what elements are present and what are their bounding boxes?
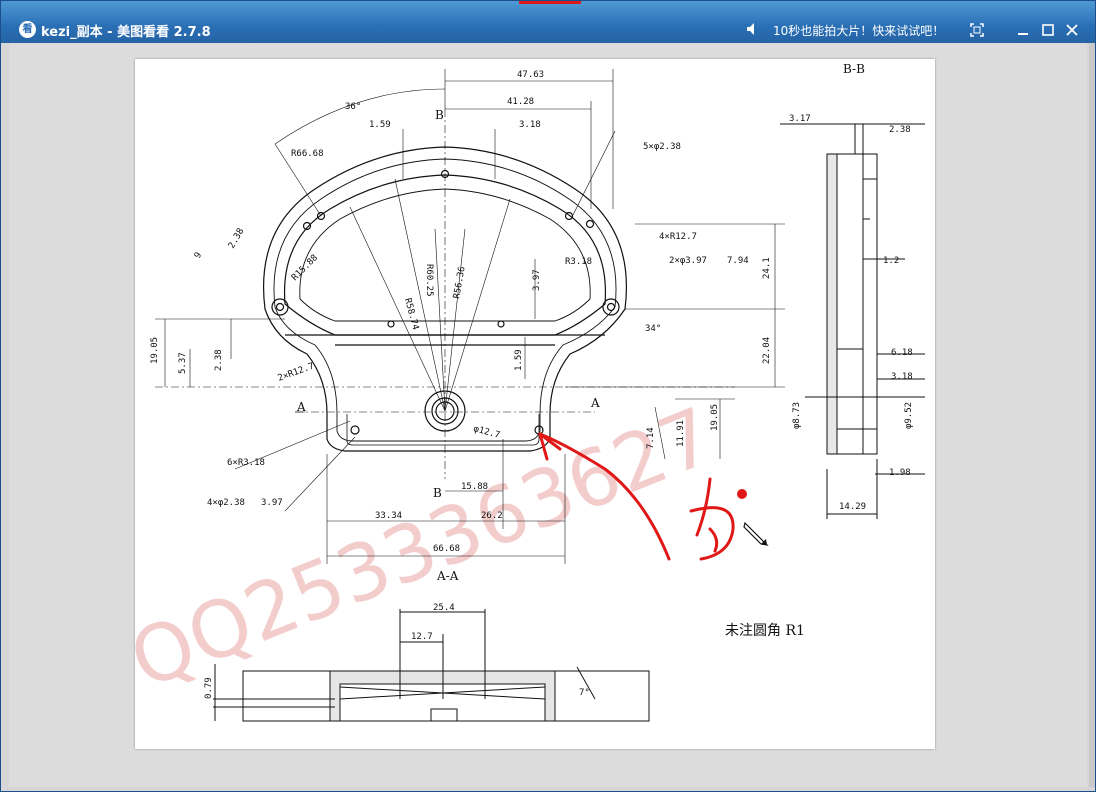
app-logo-icon: 看 [19, 21, 36, 38]
speaker-icon[interactable] [745, 21, 761, 37]
image-canvas[interactable]: QQ2533363627 [135, 59, 935, 749]
dim-depth-7-94: 7.94 [727, 256, 749, 266]
dim-dia-8-73: φ8.73 [792, 402, 802, 429]
section-bb-label: B-B [843, 62, 865, 76]
dim-11-91: 11.91 [676, 420, 686, 447]
engineering-drawing: QQ2533363627 [135, 62, 925, 722]
cut-mark-b-bottom: B [433, 486, 442, 500]
dim-4-holes: 4×φ2.38 [207, 498, 245, 508]
dim-66-68: 66.68 [433, 544, 460, 554]
front-view-dims: 47.63 41.28 36° 1.59 3.18 R66.68 5×φ2.38… [150, 70, 772, 583]
dim-r60-25: R60.25 [424, 264, 434, 297]
dim-3-17: 3.17 [789, 114, 811, 124]
dim-7deg: 7° [579, 688, 590, 698]
dim-41-28: 41.28 [507, 97, 534, 107]
dim-1-59-b: 1.59 [514, 349, 524, 371]
dim-r56-36: R56.36 [452, 266, 467, 300]
dim-r58-74: R58.74 [402, 297, 420, 331]
dim-3-97: 3.97 [532, 269, 542, 291]
dim-3-18-b: 3.18 [891, 372, 913, 382]
promo-link[interactable]: 10秒也能拍大片！快来试试吧！ [773, 24, 945, 38]
dim-2-holes: 2×φ3.97 [669, 256, 707, 266]
dim-r3-18: R3.18 [565, 257, 592, 267]
dim-r15-88: R15.88 [290, 253, 320, 283]
dim-34deg: 34° [645, 324, 661, 334]
dim-3-18: 3.18 [519, 120, 541, 130]
fullscreen-icon [970, 23, 984, 37]
section-bb-view [780, 123, 925, 519]
top-marker [519, 1, 581, 4]
dim-19-05-b: 19.05 [710, 404, 720, 431]
dim-25-4: 25.4 [433, 603, 455, 613]
dim-47-63: 47.63 [517, 70, 544, 80]
dim-0-79: 0.79 [204, 677, 214, 699]
maximize-icon [1042, 24, 1054, 36]
dim-1-2: 1.2 [883, 256, 899, 266]
cut-mark-a-left: A [296, 400, 306, 414]
bottom-section-view [213, 609, 650, 722]
dim-dia-9-52: φ9.52 [904, 402, 914, 429]
dim-depth-3-97: 3.97 [261, 498, 283, 508]
dim-2-38-b: 2.38 [214, 349, 224, 371]
dim-1-59: 1.59 [369, 120, 391, 130]
fullscreen-button[interactable] [967, 20, 987, 40]
dim-22-04: 22.04 [762, 337, 772, 364]
close-icon [1066, 24, 1078, 36]
dim-2-38-a: 2.38 [227, 227, 247, 251]
fillet-note: 未注圆角 R1 [725, 623, 805, 639]
section-bb-dims: B-B 3.17 2.38 1.2 6.18 3.18 φ8.73 φ9.52 … [789, 62, 914, 512]
dim-5-holes: 5×φ2.38 [643, 142, 681, 152]
dim-15-88: 15.88 [461, 482, 488, 492]
dim-2-38-c: 2.38 [889, 125, 911, 135]
dim-6-18: 6.18 [891, 348, 913, 358]
watermark-text: QQ2533363627 [135, 391, 726, 706]
red-dot [737, 489, 747, 499]
dim-7-14: 7.14 [646, 427, 656, 449]
dim-24-1: 24.1 [762, 257, 772, 279]
title-bar[interactable]: 看 kezi_副本 - 美图看看 2.7.8 10秒也能拍大片！快来试试吧！ [1, 1, 1095, 43]
minimize-button[interactable] [1013, 20, 1033, 40]
dim-5-37: 5.37 [178, 352, 188, 374]
red-annotation [538, 432, 735, 561]
pencil-cursor-icon [743, 521, 769, 546]
dim-36deg: 36° [345, 102, 361, 112]
dim-dia-12-7: φ12.7 [472, 424, 501, 441]
dim-2-r12-7: 2×R12.7 [277, 361, 316, 383]
bottom-section-dims: 25.4 12.7 0.79 7° [204, 603, 590, 699]
dim-12-7: 12.7 [411, 632, 433, 642]
dim-14-29: 14.29 [839, 502, 866, 512]
cut-mark-b-top: B [435, 108, 444, 122]
close-button[interactable] [1062, 20, 1082, 40]
minimize-icon [1018, 33, 1028, 35]
dim-1-98: 1.98 [889, 468, 911, 478]
dim-9: 9 [193, 251, 204, 261]
dim-4-r12-7: 4×R12.7 [659, 232, 697, 242]
dim-19-05-a: 19.05 [150, 337, 160, 364]
cut-mark-a-right: A [590, 396, 600, 410]
dim-r66-68: R66.68 [291, 149, 324, 159]
section-aa-label: A-A [436, 569, 459, 583]
maximize-button[interactable] [1038, 20, 1058, 40]
dim-6-r3-18: 6×R3.18 [227, 458, 265, 468]
scroll-edge [1089, 43, 1095, 787]
leader-lines [155, 69, 785, 564]
dim-26-2: 26.2 [481, 511, 503, 521]
dim-33-34: 33.34 [375, 511, 402, 521]
window-title: kezi_副本 - 美图看看 2.7.8 [41, 25, 211, 40]
